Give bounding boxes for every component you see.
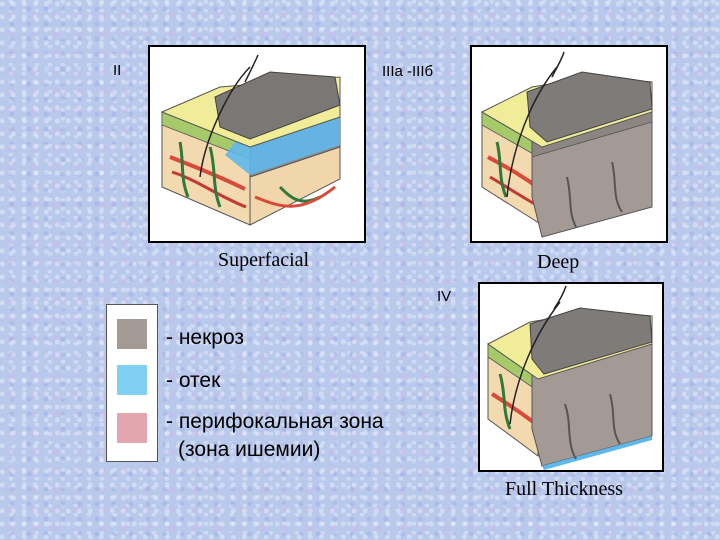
panel-deep — [470, 45, 668, 243]
legend-swatch-edema — [117, 365, 147, 395]
stage-label-ii: II — [113, 62, 122, 79]
legend-label-perifocal: - перифокальная зона — [166, 410, 384, 433]
legend-swatch-perifocal — [117, 413, 147, 443]
caption-full-thickness: Full Thickness — [505, 478, 623, 500]
panel-superficial — [148, 45, 366, 243]
caption-superficial: Superfacial — [218, 249, 310, 271]
legend-swatch-necrosis — [117, 319, 147, 349]
panel-full-thickness — [478, 282, 664, 472]
legend-label-ischemia: (зона ишемии) — [178, 438, 321, 461]
stage-label-iv: IV — [437, 288, 452, 305]
legend-label-necrosis: - некроз — [166, 326, 245, 349]
caption-deep: Deep — [537, 251, 580, 273]
skin-cross-section-superficial — [160, 54, 341, 226]
stage-label-iii: IIIа -IIIб — [382, 63, 434, 80]
legend-label-edema: - отек — [166, 369, 221, 392]
skin-cross-section-full — [487, 285, 653, 470]
legend-swatch-column — [106, 304, 158, 462]
skin-cross-section-deep — [480, 51, 653, 238]
